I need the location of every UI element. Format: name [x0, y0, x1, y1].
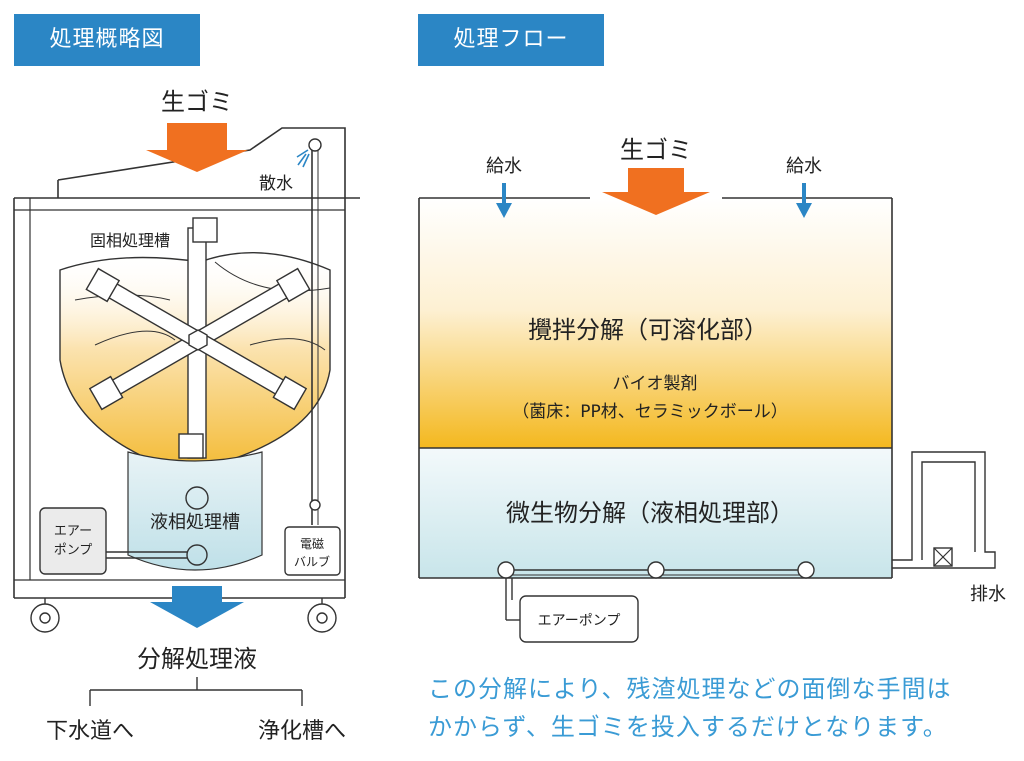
flow-air-pump-label: エアーポンプ — [538, 613, 621, 629]
water-label-left: 給水 — [486, 156, 522, 177]
upper-zone-sub1: バイオ製剤 — [613, 374, 698, 394]
left-machine — [13, 123, 360, 706]
destination-septic: 浄化槽へ — [258, 719, 346, 744]
spray-icon — [296, 149, 310, 168]
solid-tank-label: 固相処理槽 — [90, 231, 170, 250]
output-label: 分解処理液 — [137, 645, 257, 673]
flow-input-label: 生ゴミ — [620, 136, 692, 164]
section-header-overview: 処理概略図 — [14, 14, 200, 66]
section-header-flow: 処理フロー — [418, 14, 604, 66]
caption-line-2: かからず、生ゴミを投入するだけとなります。 — [428, 713, 948, 741]
upper-zone-sub2: （菌床：PP材、セラミックボール） — [512, 402, 788, 422]
right-flow-tank — [418, 168, 996, 643]
water-inlet-arrow-icon — [496, 183, 812, 218]
water-label-right: 給水 — [786, 156, 822, 177]
output-arrow-icon — [150, 586, 244, 628]
liquid-tank-label: 液相処理槽 — [150, 512, 240, 533]
input-arrow-icon — [146, 123, 248, 172]
caster-wheel-icon — [30, 598, 337, 633]
air-pump-label-1: エアー — [54, 524, 92, 539]
flow-input-arrow-icon — [602, 168, 710, 215]
air-pump — [39, 507, 107, 575]
lower-zone-title: 微生物分解（液相処理部） — [506, 499, 794, 527]
valve-label-2: バルブ — [294, 554, 330, 569]
caption-line-1: この分解により、残渣処理などの面倒な手間は — [428, 675, 952, 703]
solenoid-valve — [284, 526, 341, 576]
upper-zone-title: 攪拌分解（可溶化部） — [528, 316, 768, 344]
destination-sewer: 下水道へ — [46, 719, 134, 744]
spray-label: 散水 — [259, 174, 293, 194]
left-input-label: 生ゴミ — [161, 88, 233, 116]
valve-label-1: 電磁 — [300, 536, 324, 551]
drain-label: 排水 — [970, 584, 1006, 605]
air-pump-label-2: ポンプ — [54, 543, 93, 558]
diffuser-icon — [497, 561, 815, 579]
flow-air-pump — [519, 595, 639, 643]
